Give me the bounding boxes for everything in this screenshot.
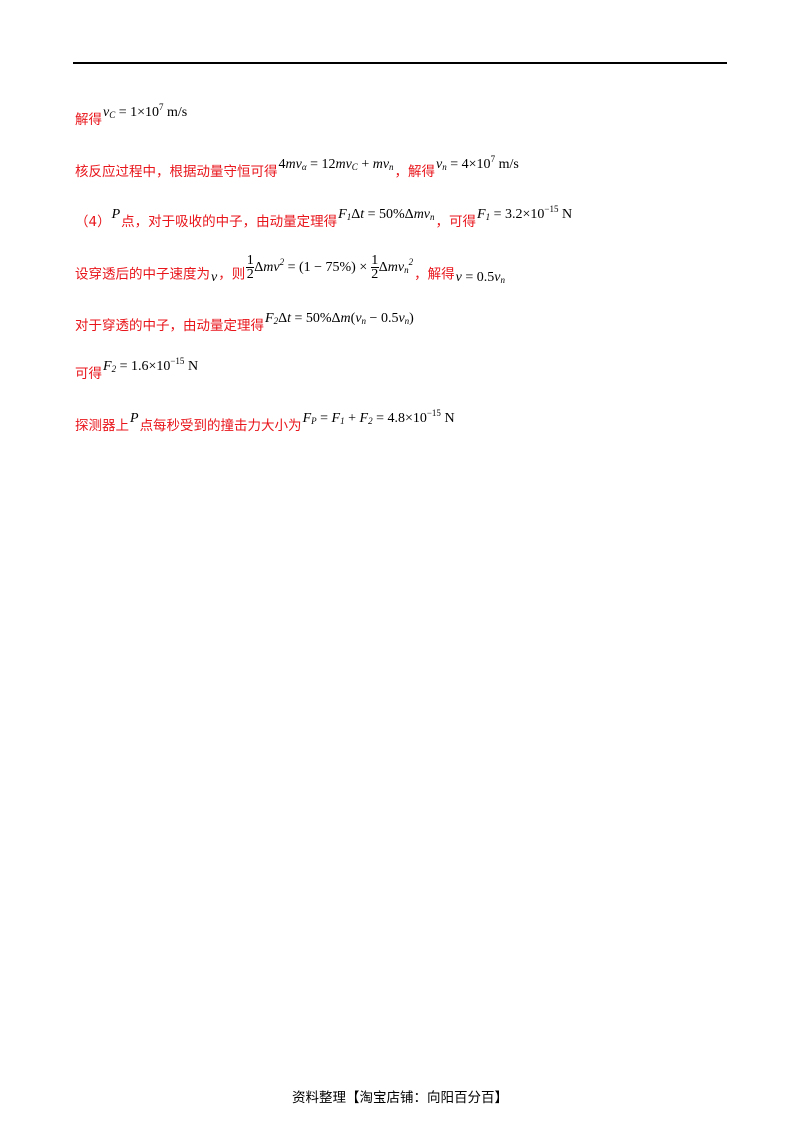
equation-impulse-1: F1Δt = 50%Δmvn (338, 207, 435, 222)
page-footer: 资料整理【淘宝店铺：向阳百分百】 (292, 1090, 508, 1106)
header-rule (73, 62, 727, 64)
line-text: 点，对于吸收的中子，由动量定理得 (121, 214, 338, 230)
solution-line-1: 解得vC = 1×107 m/s (75, 102, 188, 129)
line-text: 可得 (75, 366, 102, 382)
line-text: 探测器上 (75, 418, 129, 434)
equation-v: v = 0.5vn (455, 269, 505, 285)
line-text: ，则 (218, 266, 246, 283)
line-text: ，解得 (414, 266, 455, 283)
equation-f2: F2 = 1.6×10−15 N (103, 356, 199, 374)
solution-line-7: 探测器上P点每秒受到的撞击力大小为FP = F1 + F2 = 4.8×10−1… (75, 408, 456, 435)
line-text: 点每秒受到的撞击力大小为 (139, 418, 302, 434)
equation-fp: FP = F1 + F2 = 4.8×10−15 N (302, 408, 455, 426)
variable-p: P (130, 411, 139, 426)
line-text: （4） (75, 214, 111, 230)
line-text: 解得 (75, 112, 102, 128)
equation-vc: vC = 1×107 m/s (103, 102, 188, 120)
line-text: 核反应过程中，根据动量守恒可得 (75, 164, 278, 180)
solution-line-6: 可得F2 = 1.6×10−15 N (75, 356, 199, 383)
line-text: ，解得 (394, 164, 436, 180)
solution-line-3: （4）P点，对于吸收的中子，由动量定理得F1Δt = 50%Δmvn，可得F1 … (75, 204, 573, 231)
solution-line-5: 对于穿透的中子，由动量定理得F2Δt = 50%Δm(vn − 0.5vn) (75, 311, 415, 335)
line-text: ，可得 (435, 214, 477, 230)
solution-line-2: 核反应过程中，根据动量守恒可得4mvα = 12mvC + mvn，解得vn =… (75, 154, 520, 181)
equation-momentum: 4mvα = 12mvC + mvn (278, 157, 394, 172)
equation-f1: F1 = 3.2×10−15 N (477, 204, 573, 222)
equation-impulse-2: F2Δt = 50%Δm(vn − 0.5vn) (265, 311, 414, 326)
variable-v: v (211, 269, 218, 285)
variable-p: P (111, 207, 121, 222)
line-text: 设穿透后的中子速度为 (75, 266, 210, 283)
equation-vn: vn = 4×107 m/s (436, 154, 519, 172)
line-text: 对于穿透的中子，由动量定理得 (75, 318, 264, 334)
